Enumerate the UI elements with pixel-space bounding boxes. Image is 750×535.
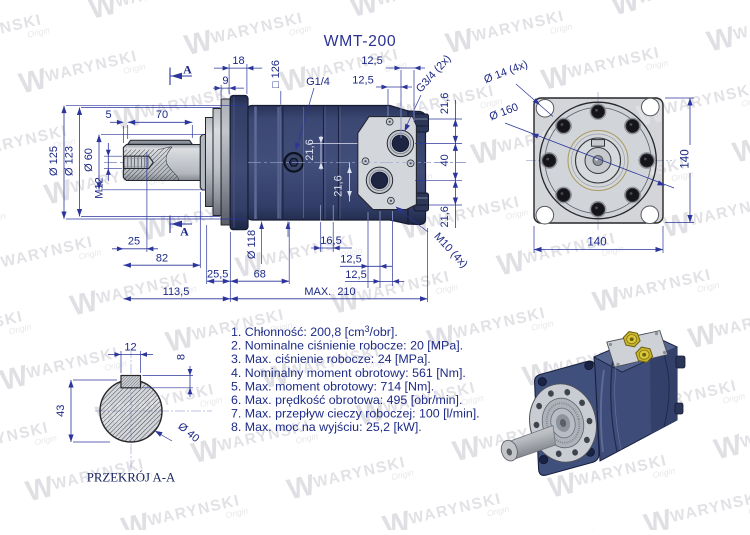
svg-text:4. Nominalny moment obrotowy:: 4. Nominalny moment obrotowy: 561 [Nm]. bbox=[231, 366, 466, 380]
svg-text:1. Chłonność: 200,8 [cm3/obr].: 1. Chłonność: 200,8 [cm3/obr]. bbox=[231, 324, 398, 339]
svg-text:WARYNSKI: WARYNSKI bbox=[732, 6, 750, 44]
svg-text:21,6: 21,6 bbox=[439, 93, 451, 114]
svg-text:12,5: 12,5 bbox=[340, 254, 361, 266]
svg-text:A: A bbox=[183, 63, 192, 77]
svg-text:WARYNSKI: WARYNSKI bbox=[669, 488, 750, 526]
svg-text:68: 68 bbox=[254, 269, 266, 281]
svg-text:21,6: 21,6 bbox=[333, 175, 345, 196]
svg-text:7. Max. przepływ cieczy robocz: 7. Max. przepływ cieczy roboczej: 100 [l… bbox=[231, 407, 480, 421]
svg-text:W: W bbox=[730, 132, 750, 169]
svg-text:Origin: Origin bbox=[192, 0, 217, 1]
svg-text:Origin: Origin bbox=[0, 210, 7, 225]
svg-text:5: 5 bbox=[106, 109, 112, 121]
svg-text:21,6: 21,6 bbox=[304, 139, 316, 160]
svg-text:8: 8 bbox=[176, 354, 188, 360]
svg-text:Ø 118: Ø 118 bbox=[246, 230, 258, 259]
svg-text:MAX. 210: MAX. 210 bbox=[304, 286, 355, 298]
svg-text:WARYNSKI: WARYNSKI bbox=[687, 192, 750, 230]
svg-text:3. Max. ciśnienie robocze: 24: 3. Max. ciśnienie robocze: 24 [MPa]. bbox=[231, 352, 431, 366]
svg-text:W: W bbox=[347, 0, 381, 24]
svg-text:M10 (4x): M10 (4x) bbox=[431, 231, 469, 271]
svg-text:12,5: 12,5 bbox=[352, 75, 373, 87]
svg-text:WARYNSKI: WARYNSKI bbox=[739, 414, 750, 452]
svg-text:140: 140 bbox=[587, 237, 606, 249]
svg-text:18: 18 bbox=[232, 55, 244, 67]
svg-text:WARYNSKI: WARYNSKI bbox=[713, 303, 750, 341]
svg-text:12: 12 bbox=[124, 342, 136, 354]
svg-text:WARYNSKI: WARYNSKI bbox=[114, 0, 210, 11]
svg-text:A: A bbox=[180, 225, 189, 239]
svg-text:PRZEKRÓJ A-A: PRZEKRÓJ A-A bbox=[87, 471, 176, 485]
svg-text:G1/4: G1/4 bbox=[306, 76, 330, 88]
svg-text:70: 70 bbox=[156, 109, 168, 121]
svg-text:Ø 14 (4x): Ø 14 (4x) bbox=[482, 58, 529, 86]
svg-text:WARYNSKI: WARYNSKI bbox=[636, 0, 732, 7]
svg-text:WMT-200: WMT-200 bbox=[324, 33, 397, 50]
svg-text:43: 43 bbox=[55, 405, 67, 417]
svg-text:Ø 60: Ø 60 bbox=[83, 148, 95, 172]
svg-text:21,6: 21,6 bbox=[439, 206, 451, 227]
svg-text:12,5: 12,5 bbox=[361, 55, 382, 67]
svg-text:W: W bbox=[609, 0, 643, 22]
svg-text:Origin: Origin bbox=[747, 502, 750, 517]
svg-text:□ 126: □ 126 bbox=[270, 60, 282, 88]
svg-text:82: 82 bbox=[156, 253, 168, 265]
svg-text:Ø 123: Ø 123 bbox=[64, 146, 76, 176]
svg-text:12,5: 12,5 bbox=[345, 269, 366, 281]
svg-text:Origin: Origin bbox=[740, 94, 750, 109]
svg-text:WARYNSKI: WARYNSKI bbox=[375, 0, 471, 9]
svg-text:8. Max. moc na wyjściu: 25,2 [: 8. Max. moc na wyjściu: 25,2 [kW]. bbox=[231, 420, 422, 434]
svg-text:40: 40 bbox=[439, 154, 451, 166]
svg-text:2. Nominalne ciśnienie robocze: 2. Nominalne ciśnienie robocze: 20 [MPa]… bbox=[231, 339, 463, 353]
svg-text:16,5: 16,5 bbox=[320, 235, 341, 247]
svg-text:6. Max. prędkość obrotowa: 495: 6. Max. prędkość obrotowa: 495 [obr/min]… bbox=[231, 393, 462, 407]
svg-text:WARYNSKI: WARYNSKI bbox=[662, 81, 750, 119]
svg-text:140: 140 bbox=[680, 149, 692, 168]
svg-text:Ø 125: Ø 125 bbox=[48, 146, 60, 176]
svg-text:25,5: 25,5 bbox=[207, 269, 228, 281]
svg-text:113,5: 113,5 bbox=[163, 286, 190, 298]
svg-text:M12: M12 bbox=[94, 177, 106, 198]
svg-text:9: 9 bbox=[222, 75, 228, 87]
svg-text:5. Max. moment obrotowy: 714 [: 5. Max. moment obrotowy: 714 [Nm]. bbox=[231, 379, 434, 393]
svg-text:25: 25 bbox=[128, 236, 140, 248]
svg-text:G3/4 (2x): G3/4 (2x) bbox=[414, 53, 454, 95]
